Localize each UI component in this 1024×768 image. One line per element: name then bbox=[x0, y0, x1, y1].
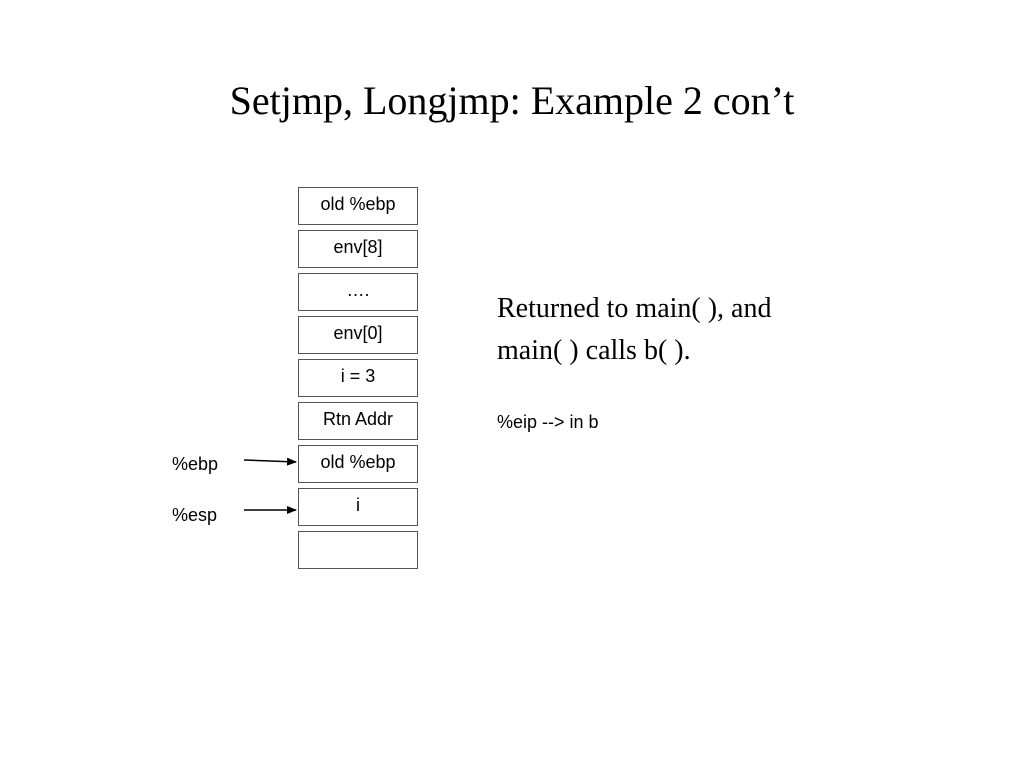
eip-status: %eip --> in b bbox=[497, 412, 599, 432]
note-line-1: Returned to main( ), and bbox=[497, 293, 772, 324]
stack-cell-env-8: env[8] bbox=[298, 230, 418, 268]
stack-cell-rtn-addr: Rtn Addr bbox=[298, 402, 418, 440]
esp-pointer-label: %esp bbox=[172, 505, 218, 525]
stack-cell-empty bbox=[298, 531, 418, 569]
note-line-2: main( ) calls b( ). bbox=[497, 335, 691, 366]
slide-title: Setjmp, Longjmp: Example 2 con’t bbox=[229, 78, 795, 123]
ebp-arrow bbox=[243, 457, 297, 466]
ebp-pointer-label: %ebp bbox=[172, 454, 219, 474]
stack-diagram: old %ebp env[8] …. env[0] i = 3 Rtn Addr… bbox=[298, 187, 418, 574]
stack-cell-env-0: env[0] bbox=[298, 316, 418, 354]
stack-cell-ellipsis: …. bbox=[298, 273, 418, 311]
stack-cell-i-equals-3: i = 3 bbox=[298, 359, 418, 397]
stack-cell-i: i bbox=[298, 488, 418, 526]
stack-cell-old-ebp: old %ebp bbox=[298, 445, 418, 483]
stack-cell-old-ebp-top: old %ebp bbox=[298, 187, 418, 225]
explanation-note: Returned to main( ), and main( ) calls b… bbox=[497, 288, 917, 372]
